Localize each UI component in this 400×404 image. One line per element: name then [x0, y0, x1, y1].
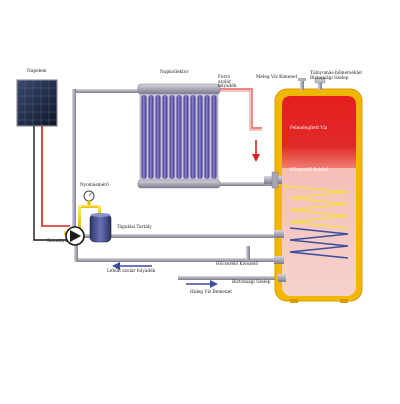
storage-tank	[274, 77, 363, 303]
solar-loop-pipes	[72, 89, 288, 280]
expansion-tank	[89, 213, 112, 243]
label-cold-fluid-return: Lehűlt szolár folyadék	[107, 269, 156, 274]
label-heat-exchanger: Hőcserélő Bekötő	[290, 168, 329, 173]
label-hot-water-out: Meleg Víz Kimenet	[256, 75, 298, 80]
pressure-gauge	[83, 190, 95, 206]
label-hot-fluid-out: Forró szolár folyadék	[218, 75, 237, 90]
label-pressure-gauge: Nyomásmérő	[80, 183, 109, 188]
solar-panel	[16, 79, 58, 127]
label-pump: Szivattyú	[47, 239, 68, 244]
label-expansion-tank: Tágulási Tartály	[117, 225, 152, 230]
expansion-tank-connection	[78, 205, 101, 229]
return-flow-arrow	[112, 262, 152, 270]
label-thermo-safety-valve: Túlnyomás-hőmérséklet Biztonsági Szelep	[310, 71, 363, 81]
pump	[64, 226, 85, 246]
hot-flow-arrow	[252, 140, 260, 162]
label-collector: Napkollektor	[160, 70, 189, 75]
label-solar-panel: Napelem	[27, 69, 47, 74]
collector	[137, 83, 221, 189]
panel-wires	[33, 126, 70, 241]
collector-tubes	[141, 95, 217, 179]
tank-fittings	[264, 171, 286, 282]
cold-water-arrow	[186, 280, 218, 288]
upper-coil	[283, 185, 349, 229]
label-heated-water: Felmelegített Víz	[290, 126, 328, 131]
label-safety-valve: Biztonsági Szelep	[232, 280, 271, 285]
hot-fluid-pipe	[220, 88, 262, 131]
lower-coil	[289, 227, 349, 259]
label-heat-exchanger-out: Hőcserélő Kivezető	[216, 262, 259, 267]
label-cold-water-in: Hideg Víz Bemenet	[190, 290, 232, 295]
